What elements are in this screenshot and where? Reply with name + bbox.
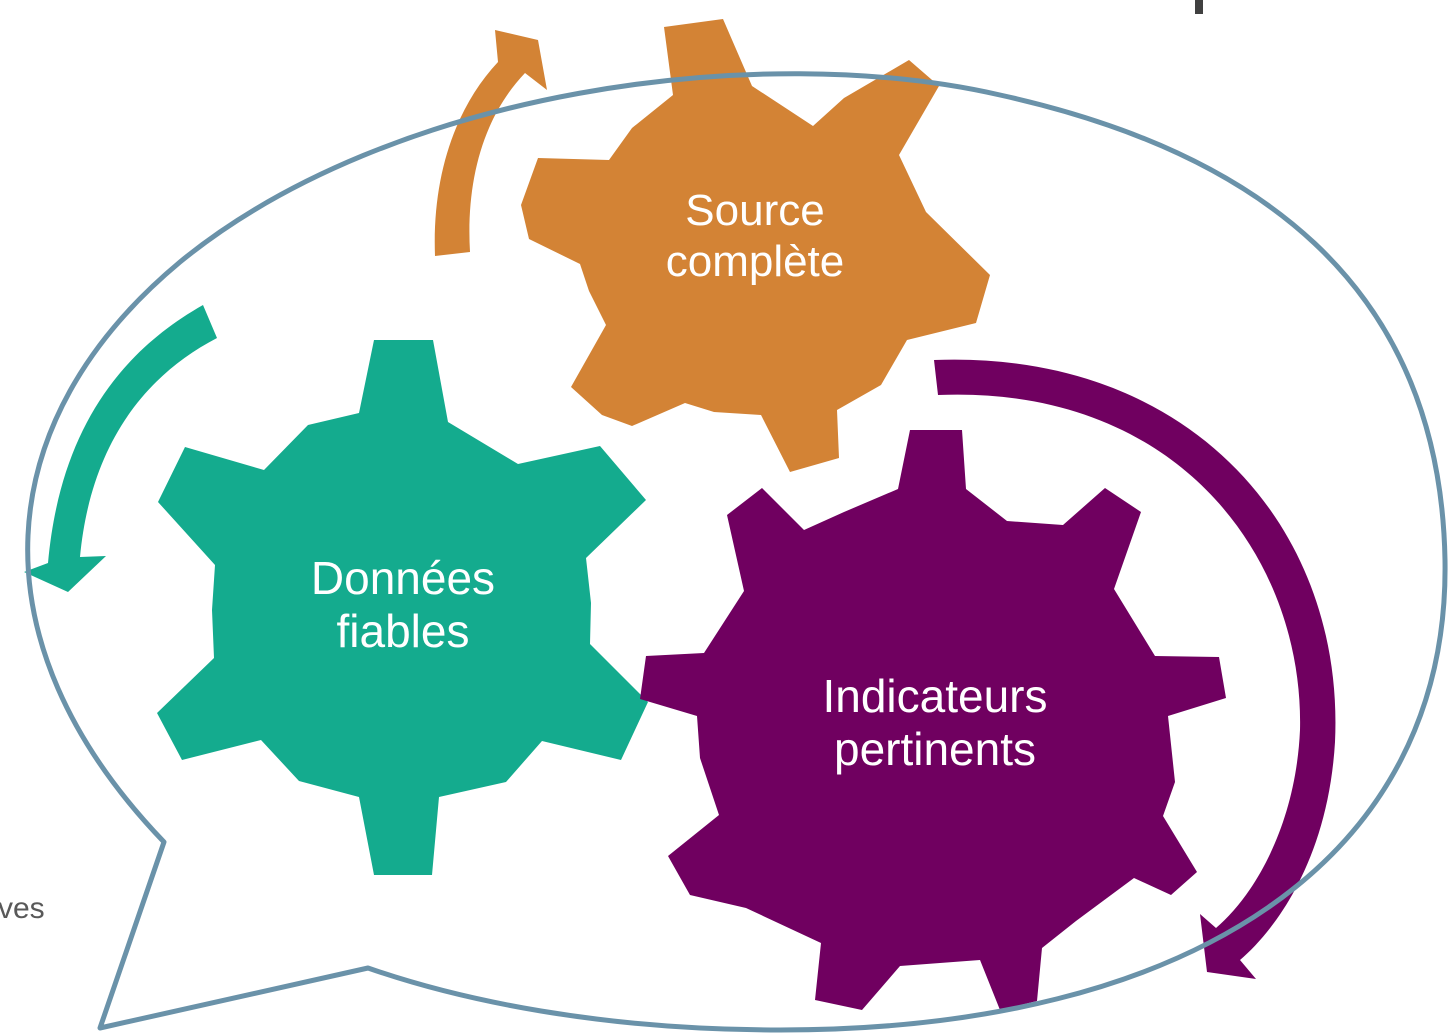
speech-bubble-outline [25,71,1448,1033]
teal-arrow [24,305,217,592]
indicateurs-gear [640,430,1226,1010]
donnees-gear [157,340,648,875]
purple-arrow [934,359,1336,979]
title-fragment-mark [1195,0,1203,14]
orange-arrow [434,30,547,256]
partial-text: ves [0,892,45,925]
source-gear [521,19,990,472]
